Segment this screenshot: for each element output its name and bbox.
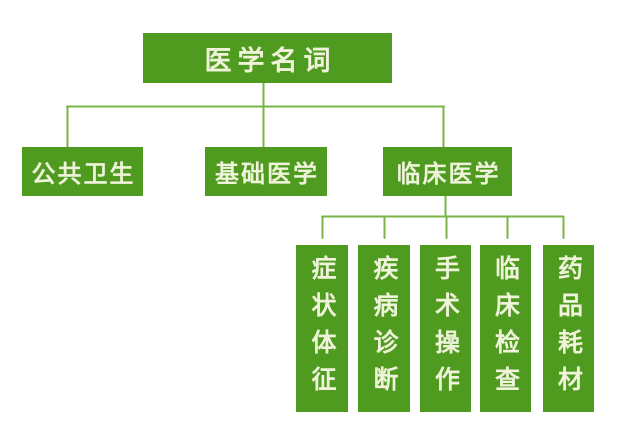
node-disease-diagnosis: 疾病诊断: [358, 245, 410, 412]
node-medical-terms: 医学名词: [143, 33, 392, 83]
node-label: 临床医学: [396, 160, 501, 188]
node-label: 医学名词: [204, 45, 337, 77]
node-drugs-consumables: 药品耗材: [543, 245, 594, 412]
node-clinical-examination: 临床检查: [480, 245, 531, 412]
node-symptoms-signs: 症状体征: [296, 245, 348, 412]
node-surgical-operations: 手术操作: [420, 245, 471, 412]
node-label: 症状体征: [308, 254, 337, 403]
node-label: 药品耗材: [554, 254, 584, 403]
node-public-health: 公共卫生: [22, 147, 143, 196]
node-label: 公共卫生: [31, 160, 136, 188]
node-label: 疾病诊断: [370, 254, 399, 403]
node-label: 手术操作: [431, 254, 461, 403]
node-clinical-medicine: 临床医学: [383, 147, 512, 196]
node-label: 临床检查: [491, 254, 521, 403]
node-label: 基础医学: [215, 160, 319, 188]
node-basic-medicine: 基础医学: [205, 147, 327, 196]
